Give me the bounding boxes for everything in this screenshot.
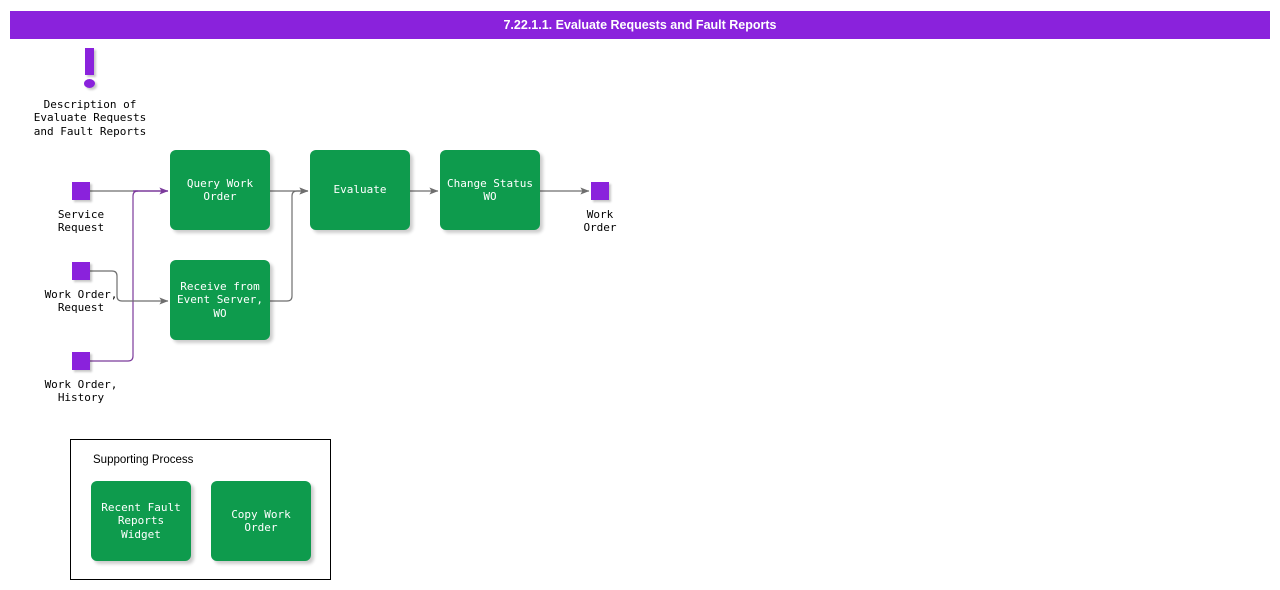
page-title: 7.22.1.1. Evaluate Requests and Fault Re…: [503, 18, 777, 32]
page-title-bar: 7.22.1.1. Evaluate Requests and Fault Re…: [10, 11, 1270, 39]
wire-receive-to-evaluate: [270, 187, 309, 302]
process-box-recent-fault-reports-widget[interactable]: Recent Fault Reports Widget: [91, 481, 191, 561]
data-node-work-order-history[interactable]: Work Order, History: [25, 352, 137, 405]
process-box-copy-work-order[interactable]: Copy Work Order: [211, 481, 311, 561]
process-box-receive-from-event-server-wo[interactable]: Receive from Event Server, WO: [170, 260, 270, 340]
process-box-change-status-wo[interactable]: Change Status WO: [440, 150, 540, 230]
process-label: Recent Fault Reports Widget: [101, 500, 181, 541]
data-object-icon: [591, 182, 609, 200]
exclamation-bar: [85, 48, 94, 75]
process-label: Receive from Event Server, WO: [176, 279, 264, 320]
data-object-icon: [72, 352, 90, 370]
data-object-icon: [72, 262, 90, 280]
supporting-process-panel: Supporting Process Recent Fault Reports …: [70, 439, 331, 580]
data-node-label: Work Order, History: [44, 378, 118, 405]
data-node-label: Work Order, Request: [44, 288, 118, 315]
data-node-label: Work Order: [583, 208, 617, 235]
exclamation-icon: [20, 48, 160, 94]
data-node-work-order[interactable]: Work Order: [544, 182, 656, 235]
process-label: Copy Work Order: [231, 507, 291, 534]
description-label: Description of Evaluate Requests and Fau…: [33, 98, 147, 138]
data-object-icon: [72, 182, 90, 200]
data-node-label: Service Request: [57, 208, 105, 235]
process-label: Evaluate: [333, 183, 387, 197]
data-node-work-order-request[interactable]: Work Order, Request: [25, 262, 137, 315]
process-label: Query Work Order: [186, 176, 254, 203]
process-box-query-work-order[interactable]: Query Work Order: [170, 150, 270, 230]
description-annotation[interactable]: Description of Evaluate Requests and Fau…: [20, 48, 160, 138]
supporting-process-title: Supporting Process: [93, 454, 194, 466]
process-box-evaluate[interactable]: Evaluate: [310, 150, 410, 230]
exclamation-dot: [84, 79, 95, 88]
process-label: Change Status WO: [446, 176, 534, 203]
data-node-service-request[interactable]: Service Request: [25, 182, 137, 235]
